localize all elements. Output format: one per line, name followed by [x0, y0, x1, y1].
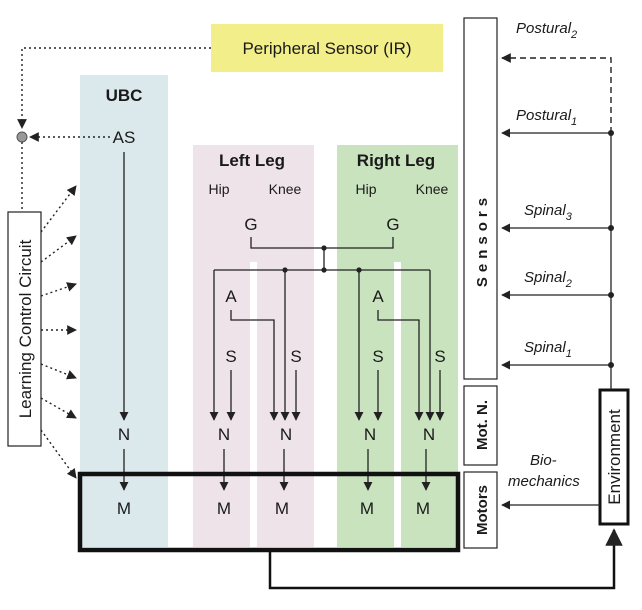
right-knee-m-node: M	[416, 499, 430, 518]
motors-to-environment-arrow	[268, 528, 623, 590]
right-hip-label: Hip	[355, 181, 376, 197]
right-knee-label: Knee	[416, 181, 449, 197]
mot-n-box	[463, 385, 498, 466]
left-leg-title: Left Leg	[219, 151, 285, 170]
spinal-2-label: Spinal2	[524, 269, 572, 290]
postural-2-label: Postural2	[516, 20, 577, 41]
left-hip-n-node: N	[218, 425, 230, 444]
environment-box	[598, 388, 630, 526]
motors-label-box	[463, 471, 498, 549]
left-hip-s-node: S	[225, 347, 236, 366]
right-hip-m-node: M	[360, 499, 374, 518]
sensor-input-lines	[501, 53, 614, 510]
ubc-m-node: M	[117, 499, 131, 518]
peripheral-sensor-label: Peripheral Sensor (IR)	[242, 39, 411, 58]
postural-1-label: Postural1	[516, 107, 577, 128]
sensors-label: Sensors	[474, 193, 491, 287]
left-knee-s-node: S	[290, 347, 301, 366]
spinal-3-label: Spinal3	[524, 202, 573, 223]
peripheral-sensor-box	[211, 24, 443, 72]
left-g-node: G	[244, 215, 257, 234]
biomechanics-label-line2: mechanics	[508, 473, 580, 490]
left-a-node: A	[225, 287, 237, 306]
left-knee-m-node: M	[275, 499, 289, 518]
sensors-box	[463, 17, 498, 380]
motors-label: Motors	[474, 485, 491, 535]
left-hip-label: Hip	[208, 181, 229, 197]
right-hip-s-node: S	[372, 347, 383, 366]
summing-node	[16, 131, 28, 143]
cpg-connection-network	[209, 237, 445, 491]
learning-control-circuit-box	[7, 211, 42, 447]
biomechanics-label-line1: Bio-	[530, 452, 557, 469]
right-hip-n-node: N	[364, 425, 376, 444]
right-g-node: G	[386, 215, 399, 234]
right-knee-n-node: N	[423, 425, 435, 444]
left-hip-m-node: M	[217, 499, 231, 518]
ubc-title: UBC	[106, 86, 143, 105]
right-leg-title: Right Leg	[357, 151, 435, 170]
learning-control-circuit-label: Learning Control Circuit	[16, 239, 35, 418]
right-a-node: A	[372, 287, 384, 306]
ubc-n-node: N	[118, 425, 130, 444]
left-knee-label: Knee	[269, 181, 302, 197]
environment-label: Environment	[605, 409, 624, 505]
learning-output-arrows	[40, 185, 77, 479]
ubc-as-node: AS	[113, 128, 136, 147]
spinal-1-label: Spinal1	[524, 339, 572, 360]
mot-n-label: Mot. N.	[474, 400, 491, 450]
right-knee-s-node: S	[434, 347, 445, 366]
left-knee-n-node: N	[280, 425, 292, 444]
